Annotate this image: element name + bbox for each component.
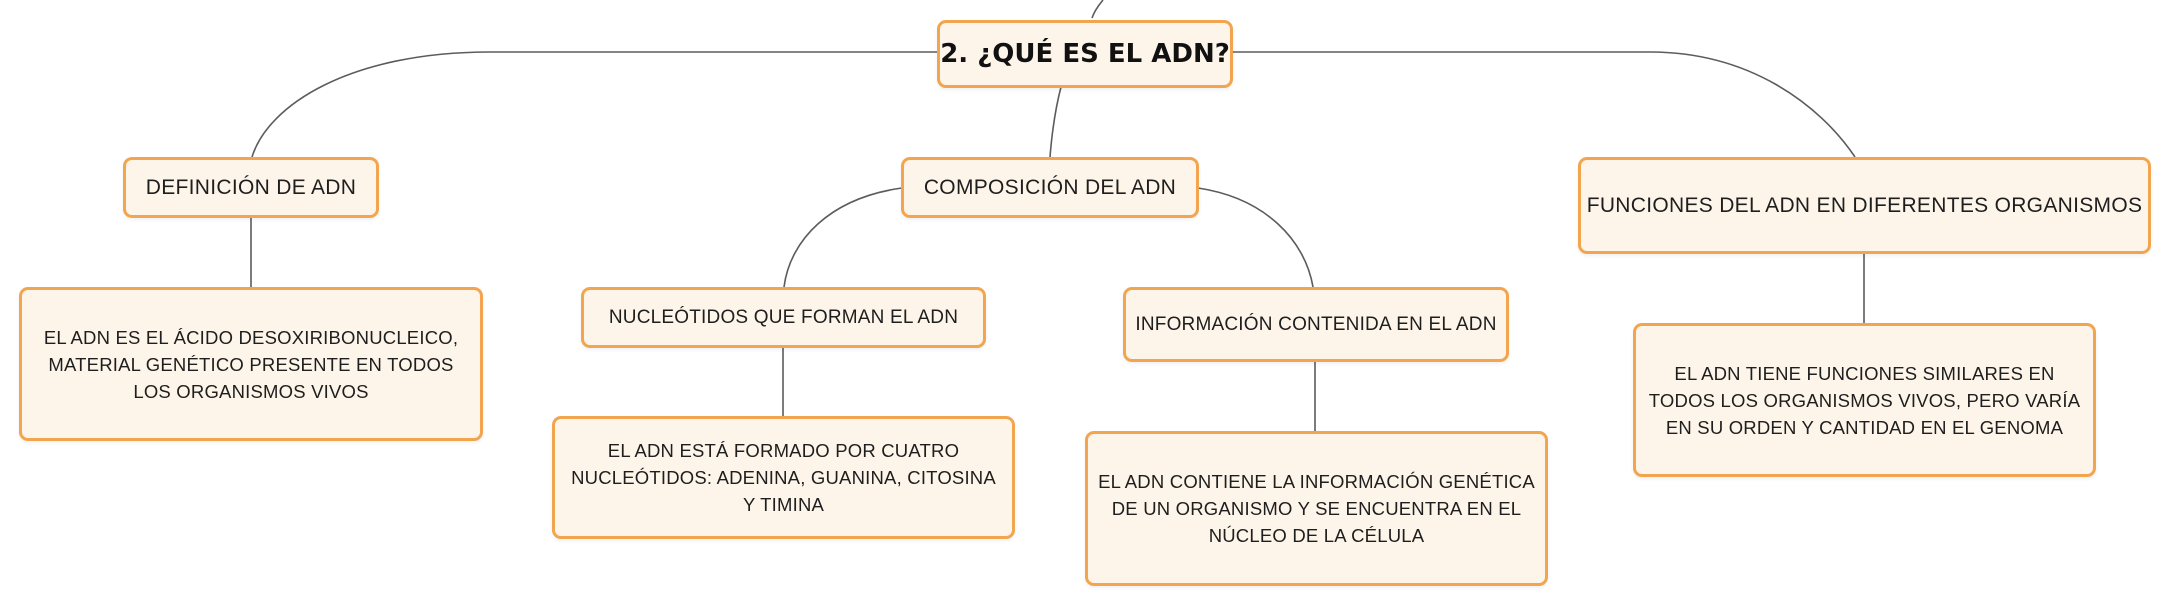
connector-composicion-to-nucleotidos [783, 187, 903, 288]
connector-composicion-to-informacion [1197, 187, 1314, 288]
subtopic-definicion-detalle-label: EL ADN ES EL ÁCIDO DESOXIRIBONUCLEICO, M… [43, 326, 459, 402]
subtopic-definicion-detalle[interactable]: EL ADN ES EL ÁCIDO DESOXIRIBONUCLEICO, M… [19, 287, 483, 441]
root-topic[interactable]: 2. ¿QUÉ ES EL ADN? [937, 20, 1233, 88]
subtopic-funciones-detalle[interactable]: EL ADN TIENE FUNCIONES SIMILARES EN TODO… [1633, 323, 2096, 477]
subtopic-nucleotidos-label: NUCLEÓTIDOS QUE FORMAN EL ADN [608, 307, 959, 328]
connector-root-to-composicion [1049, 86, 1062, 158]
connector-root-to-parent [1091, 0, 1104, 19]
subtopic-informacion[interactable]: INFORMACIÓN CONTENIDA EN EL ADN [1123, 287, 1509, 362]
subtopic-informacion-label: INFORMACIÓN CONTENIDA EN EL ADN [1135, 314, 1497, 335]
topic-definicion-adn-label: DEFINICIÓN DE ADN [145, 175, 357, 199]
topic-definicion-adn[interactable]: DEFINICIÓN DE ADN [123, 157, 379, 218]
subtopic-nucleotidos[interactable]: NUCLEÓTIDOS QUE FORMAN EL ADN [581, 287, 986, 348]
connector-root-to-definicion [251, 51, 937, 158]
topic-funciones-adn[interactable]: FUNCIONES DEL ADN EN DIFERENTES ORGANISM… [1578, 157, 2151, 254]
topic-funciones-adn-label: FUNCIONES DEL ADN EN DIFERENTES ORGANISM… [1586, 193, 2143, 217]
subtopic-nucleotidos-detalle-label: EL ADN ESTÁ FORMADO POR CUATRO NUCLEÓTID… [571, 440, 996, 515]
topic-composicion-adn[interactable]: COMPOSICIÓN DEL ADN [901, 157, 1199, 218]
subtopic-informacion-detalle-label: EL ADN CONTIENE LA INFORMACIÓN GENÉTICA … [1098, 471, 1535, 546]
subtopic-nucleotidos-detalle[interactable]: EL ADN ESTÁ FORMADO POR CUATRO NUCLEÓTID… [552, 416, 1015, 539]
subtopic-informacion-detalle[interactable]: EL ADN CONTIENE LA INFORMACIÓN GENÉTICA … [1085, 431, 1548, 586]
subtopic-funciones-detalle-label: EL ADN TIENE FUNCIONES SIMILARES EN TODO… [1648, 362, 2081, 438]
connector-root-to-funciones [1232, 51, 1856, 158]
root-topic-title: 2. ¿QUÉ ES EL ADN? [940, 39, 1230, 69]
topic-composicion-adn-label: COMPOSICIÓN DEL ADN [923, 175, 1177, 199]
